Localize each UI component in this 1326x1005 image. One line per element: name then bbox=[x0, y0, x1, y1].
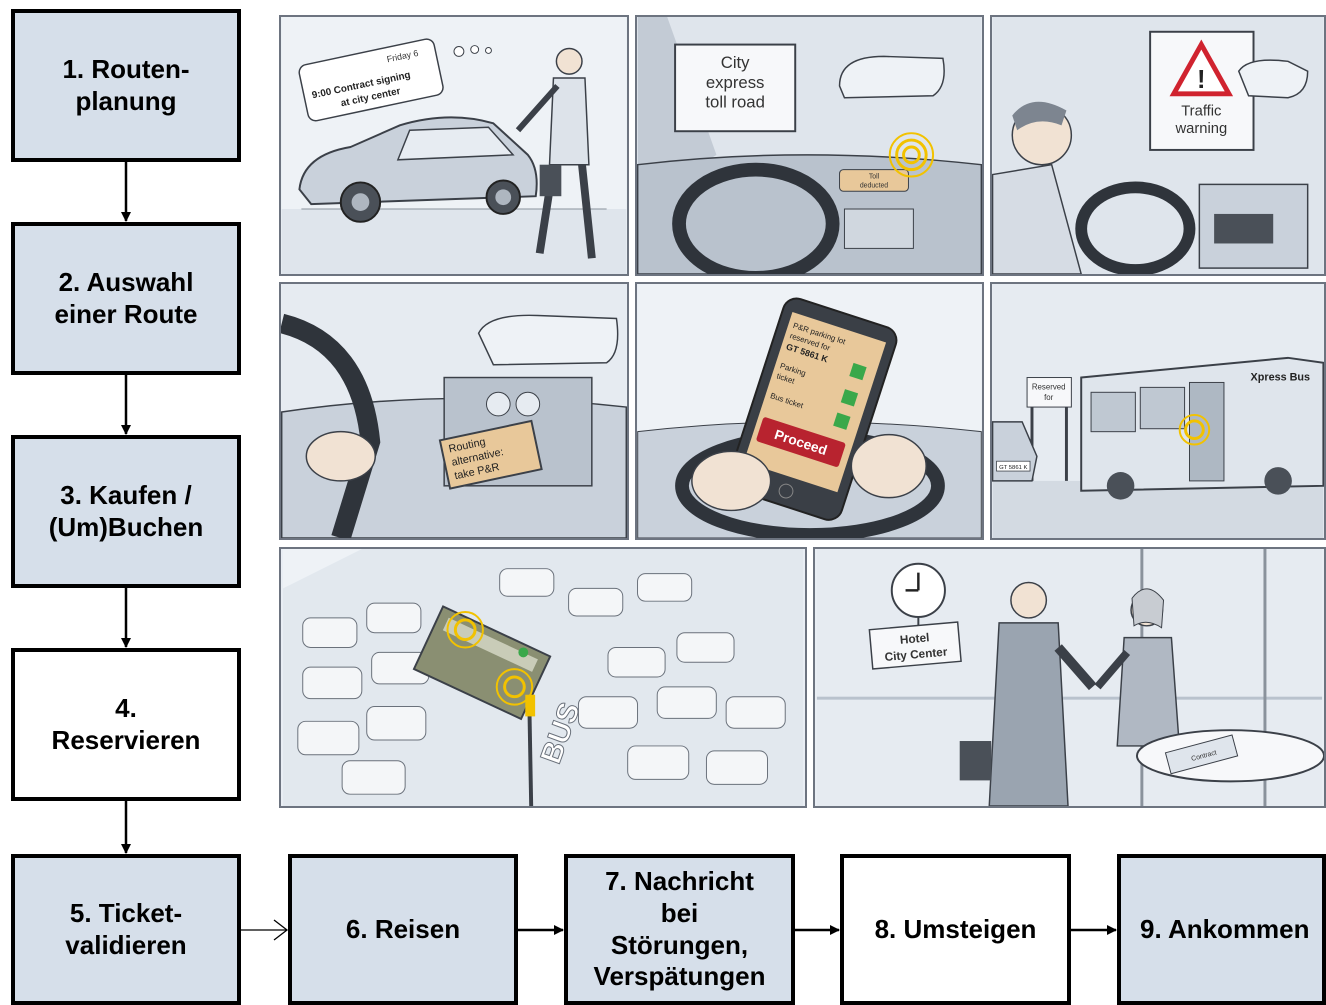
step-1-box: 1. Routen- planung bbox=[11, 9, 241, 162]
panel-1-illustration: Friday 6 9:00 Contract signing at city c… bbox=[281, 17, 627, 274]
traffic-cars bbox=[297, 568, 786, 795]
step-6-label: 6. Reisen bbox=[345, 913, 461, 944]
step-6-box: 6. Reisen bbox=[288, 854, 518, 1005]
hotel-sign-line1: Hotel bbox=[899, 630, 930, 647]
toll-display-line1: Toll bbox=[869, 173, 880, 180]
toll-sign-line2: express bbox=[706, 73, 765, 92]
panel-8-illustration: Hotel City Center Contract bbox=[816, 549, 1324, 806]
step-4-box: 4. Reservieren bbox=[11, 648, 241, 801]
panel-park-and-ride-bus: Reserved for GT 5861 K Xpress Bus bbox=[990, 282, 1326, 540]
proceed-button-graphic bbox=[756, 417, 846, 467]
step-7-label: 7. Nachricht bei Störungen, Verspätungen bbox=[593, 866, 766, 992]
step-2-label: 2. Auswahl einer Route bbox=[54, 266, 198, 329]
step-4-label: 4. Reservieren bbox=[51, 692, 201, 755]
panel-smartphone-booking: P&R parking lot reserved for GT 5861 K P… bbox=[635, 282, 984, 540]
step-5-label: 5. Ticket- validieren bbox=[65, 897, 187, 960]
step-9-label: 9. Ankommen bbox=[1140, 913, 1310, 944]
panel-3-illustration: ! Traffic warning bbox=[992, 17, 1324, 274]
check-icon bbox=[833, 412, 851, 430]
step-3-box: 3. Kaufen / (Um)Buchen bbox=[11, 435, 241, 588]
panel-4-illustration: Routing alternative: take P&R bbox=[281, 284, 627, 538]
step-2-box: 2. Auswahl einer Route bbox=[11, 222, 241, 375]
toll-sign-line1: City bbox=[721, 53, 750, 72]
panel-traffic-warning: ! Traffic warning bbox=[990, 15, 1326, 276]
toll-display-line2: deducted bbox=[860, 182, 888, 189]
panel-2-illustration: City express toll road Toll deducted bbox=[637, 17, 982, 274]
hotel-sign-line2: City Center bbox=[884, 645, 948, 664]
panel-toll-road: City express toll road Toll deducted bbox=[635, 15, 984, 276]
arrow-5-6 bbox=[241, 919, 289, 941]
step-5-box: 5. Ticket- validieren bbox=[11, 854, 241, 1005]
traffic-warning-line2: warning bbox=[1174, 121, 1227, 137]
reserved-sign-line1: Reserved bbox=[1032, 382, 1066, 391]
traffic-warning-line1: Traffic bbox=[1181, 103, 1221, 119]
car-plate-text: GT 5861 K bbox=[999, 465, 1027, 471]
panel-routing-alternative: Routing alternative: take P&R bbox=[279, 282, 629, 540]
step-9-box: 9. Ankommen bbox=[1117, 854, 1326, 1005]
step-8-box: 8. Umsteigen bbox=[840, 854, 1071, 1005]
panel-6-illustration: Reserved for GT 5861 K Xpress Bus bbox=[992, 284, 1324, 538]
step-8-label: 8. Umsteigen bbox=[874, 913, 1037, 944]
toll-sign-line3: toll road bbox=[705, 93, 764, 112]
panel-route-planning: Friday 6 9:00 Contract signing at city c… bbox=[279, 15, 629, 276]
bus-brand-text: Xpress Bus bbox=[1251, 371, 1311, 383]
panel-bus-in-traffic: BUS bbox=[279, 547, 807, 808]
step-1-label: 1. Routen- planung bbox=[62, 53, 190, 116]
step-3-label: 3. Kaufen / (Um)Buchen bbox=[48, 479, 204, 542]
svg-text:!: ! bbox=[1197, 66, 1206, 94]
check-icon bbox=[849, 362, 867, 381]
reserved-sign-line2: for bbox=[1044, 393, 1054, 402]
step-7-box: 7. Nachricht bei Störungen, Verspätungen bbox=[564, 854, 795, 1005]
panel-hotel-handshake: Hotel City Center Contract bbox=[813, 547, 1326, 808]
panel-7-illustration: BUS bbox=[283, 549, 803, 806]
check-icon bbox=[840, 389, 859, 407]
panel-5-illustration: P&R parking lot reserved for GT 5861 K P… bbox=[637, 284, 982, 538]
